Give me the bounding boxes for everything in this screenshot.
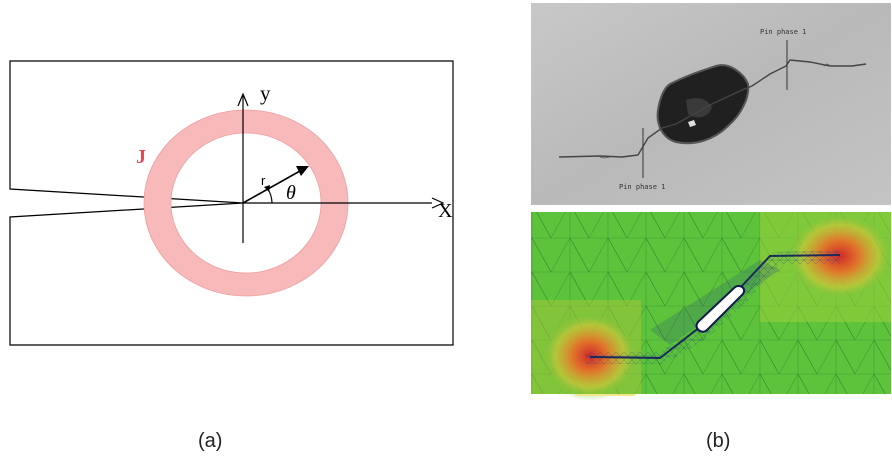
x-axis-label: X: [438, 200, 453, 222]
x-axis-arrowhead: [431, 197, 445, 209]
j-integral-ring: [143, 109, 349, 297]
caption-b: (b): [706, 430, 731, 452]
panel-b-fem-mesh: [531, 211, 892, 401]
radius-vector: [242, 170, 301, 204]
angle-label: θ: [286, 182, 296, 204]
caption-a: (a): [198, 430, 223, 452]
radius-arrowhead: [296, 166, 309, 176]
radius-label: r: [261, 173, 266, 188]
pin-label-top: Pin phase 1: [760, 28, 806, 36]
fem-inclusion-hole: [695, 284, 745, 333]
angle-arc-arrowhead: [264, 185, 270, 192]
y-axis-label: y: [260, 81, 271, 105]
refined-mesh-band: [585, 250, 840, 364]
panel-b-micrograph: Pin phase 1 Pin phase 1: [531, 3, 891, 205]
pin-label-bottom: Pin phase 1: [619, 183, 665, 191]
specimen-outline: [9, 60, 454, 346]
panel-a: J y X r θ: [9, 60, 454, 346]
crack-path: [558, 59, 867, 158]
y-axis-arrowhead: [237, 92, 249, 107]
integral-label-j: J: [136, 146, 146, 168]
